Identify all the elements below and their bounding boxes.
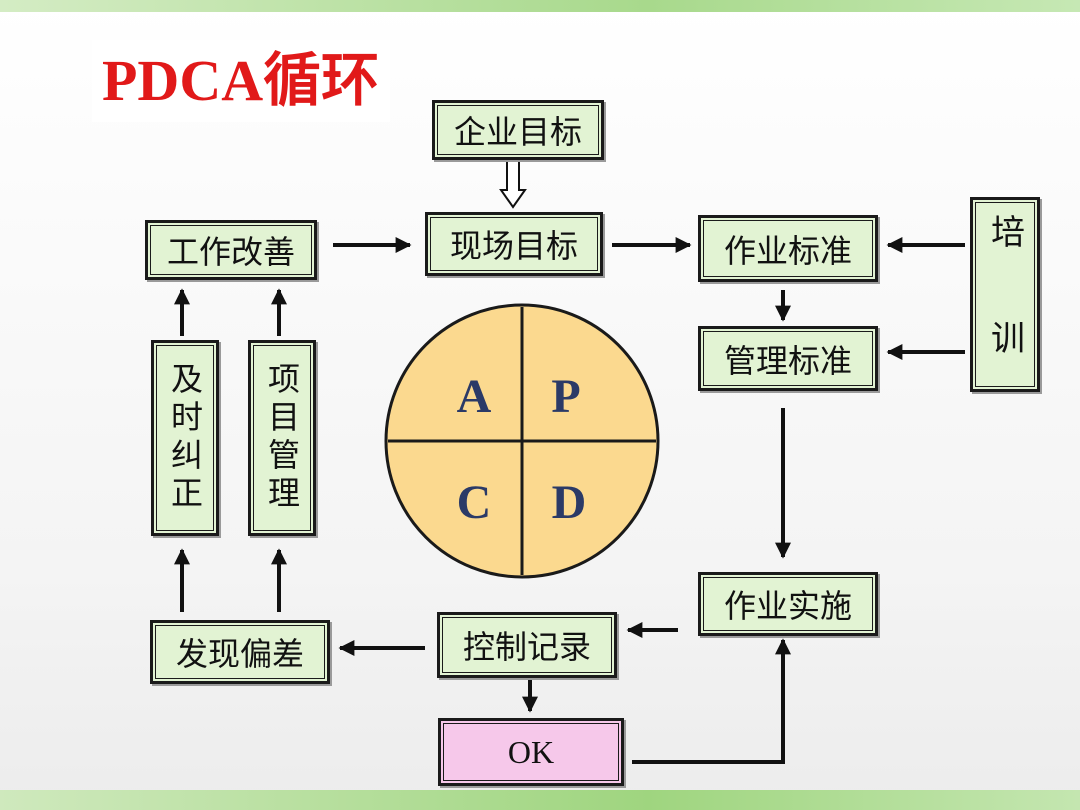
wheel-label-p: P — [551, 370, 580, 423]
work-implementation-box: 作业实施 — [698, 572, 878, 636]
project-management-box: 项目管理 — [248, 340, 316, 536]
top-band — [0, 0, 1080, 12]
management-standard-box: 管理标准 — [698, 326, 878, 391]
training-char-1: 培 — [984, 214, 1025, 248]
site-goal-box: 现场目标 — [425, 212, 603, 276]
page-title: PDCA循环 — [92, 40, 390, 122]
work-standard-box: 作业标准 — [698, 215, 878, 282]
enterprise-goal-box: 企业目标 — [432, 100, 604, 160]
wheel-label-a: A — [457, 370, 492, 423]
work-improvement-box: 工作改善 — [145, 220, 317, 280]
training-box: 培训 — [970, 197, 1040, 392]
wheel-label-c: C — [457, 476, 492, 529]
arrow-ok-to-implementation — [632, 638, 791, 764]
timely-correction-box: 及时纠正 — [151, 340, 219, 536]
bottom-band — [0, 790, 1080, 810]
pdca-wheel: A P C D — [384, 303, 660, 579]
wheel-label-d: D — [552, 476, 587, 529]
ok-box: OK — [438, 718, 624, 786]
find-deviation-box: 发现偏差 — [150, 620, 330, 684]
control-record-box: 控制记录 — [437, 612, 617, 678]
training-char-2: 训 — [984, 320, 1025, 354]
hollow-down-arrow — [499, 159, 527, 209]
